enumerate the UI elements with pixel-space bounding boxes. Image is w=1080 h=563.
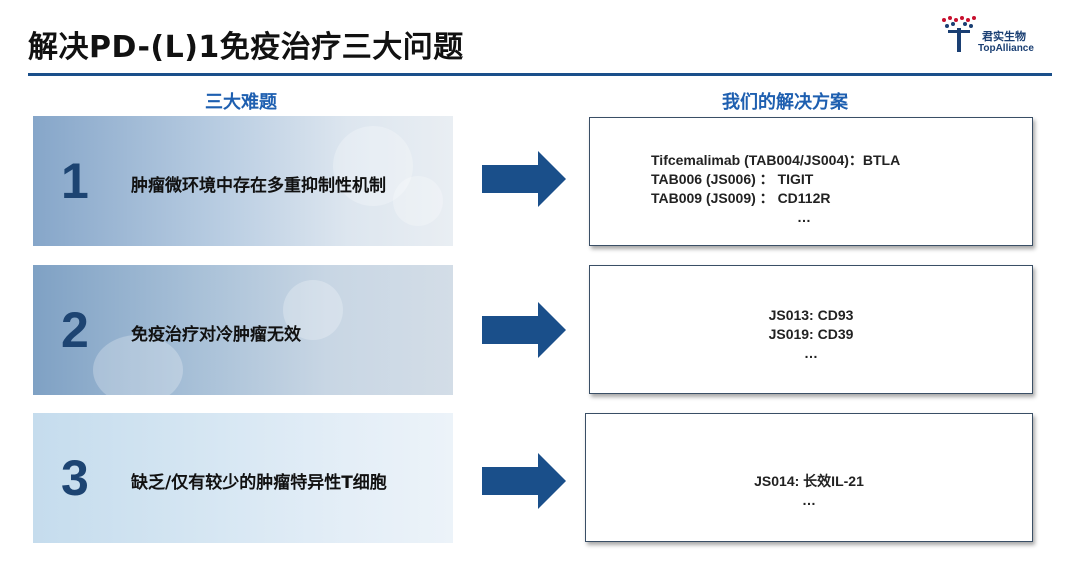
solution-ellipsis: … bbox=[802, 492, 816, 508]
solution-line: JS014: 长效IL-21 bbox=[754, 473, 864, 489]
solution-box-3: JS014: 长效IL-21 … bbox=[585, 413, 1033, 542]
problems-header: 三大难题 bbox=[205, 92, 277, 113]
page-title: 解决PD-(L)1免疫治疗三大问题 bbox=[28, 30, 464, 65]
problem-number: 3 bbox=[61, 450, 89, 506]
problem-number: 1 bbox=[61, 153, 89, 209]
solution-line: JS013: CD93 bbox=[768, 307, 854, 323]
right-arrow-icon bbox=[482, 302, 566, 358]
problem-text: 免疫治疗对冷肿瘤无效 bbox=[131, 325, 301, 345]
solution-line: JS019: CD39 bbox=[768, 326, 854, 342]
solution-box-2: JS013: CD93 JS019: CD39 … bbox=[589, 265, 1033, 394]
right-arrow-icon bbox=[482, 453, 566, 509]
right-arrow-icon bbox=[482, 151, 566, 207]
problem-number: 2 bbox=[61, 302, 89, 358]
topalliance-logo-icon bbox=[942, 16, 976, 52]
solution-box-1: Tifcemalimab (TAB004/JS004)：BTLA TAB006 … bbox=[589, 117, 1033, 246]
solution-line: TAB006 (JS006) ： TIGIT bbox=[651, 171, 814, 187]
solution-line: TAB009 (JS009) ： CD112R bbox=[651, 190, 831, 206]
problem-text: 缺乏/仅有较少的肿瘤特异性T细胞 bbox=[131, 473, 387, 493]
problem-card-2: 2 免疫治疗对冷肿瘤无效 bbox=[33, 265, 453, 405]
logo-chinese-text: 君实生物 bbox=[982, 30, 1026, 43]
solution-ellipsis: … bbox=[797, 209, 811, 225]
title-divider bbox=[28, 73, 1052, 76]
problem-card-3: 3 缺乏/仅有较少的肿瘤特异性T细胞 bbox=[33, 413, 453, 543]
problem-text: 肿瘤微环境中存在多重抑制性机制 bbox=[131, 176, 386, 196]
problem-card-1: 1 肿瘤微环境中存在多重抑制性机制 bbox=[33, 116, 453, 246]
solutions-header: 我们的解决方案 bbox=[722, 92, 848, 113]
solution-ellipsis: … bbox=[804, 345, 818, 361]
logo-english-text: TopAlliance bbox=[978, 43, 1034, 54]
solution-line: Tifcemalimab (TAB004/JS004)：BTLA bbox=[651, 152, 901, 168]
